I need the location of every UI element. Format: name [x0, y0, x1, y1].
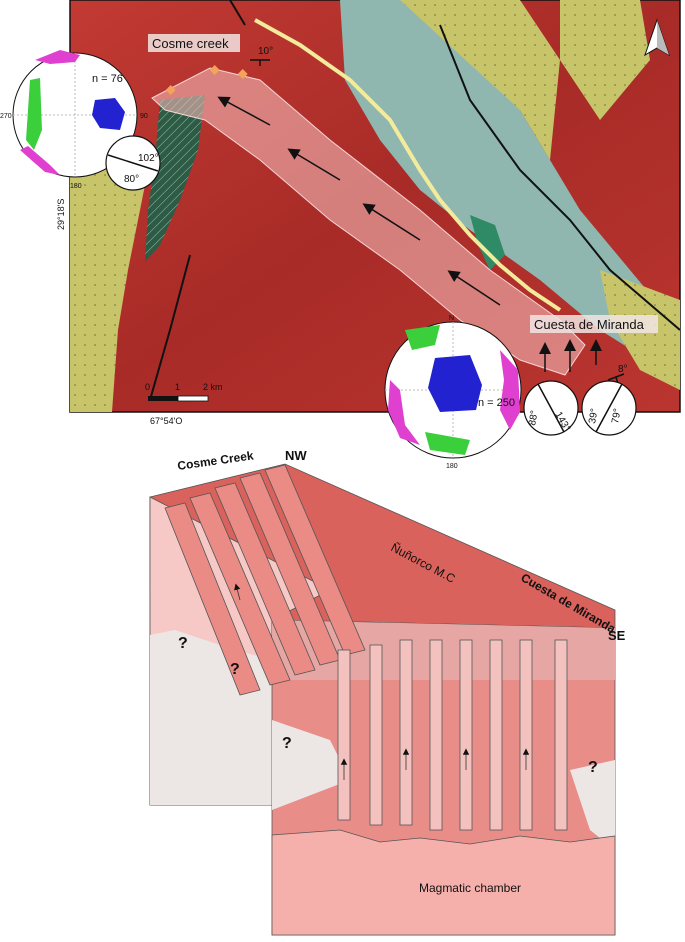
magmatic-chamber	[271, 829, 616, 936]
dark-green-sliver	[470, 215, 505, 270]
fault-west	[149, 254, 191, 401]
question-mark: ?	[282, 735, 292, 752]
flow-arrow	[447, 270, 501, 306]
river-trace	[254, 18, 562, 312]
block-label-se: SE	[608, 628, 626, 643]
pole-cluster-magenta	[20, 146, 60, 175]
stereonet-right-n: n = 250	[478, 397, 515, 409]
block-label-chamber: Magmatic chamber	[419, 881, 521, 895]
stereonet-left-tick-90: 90	[140, 113, 148, 120]
fault-east	[439, 24, 681, 331]
pole-cluster-magenta	[500, 350, 520, 430]
flow-arrow	[217, 96, 271, 126]
sample-site-marker	[209, 65, 220, 75]
stereonet-right: n = 250 N 180	[384, 315, 522, 470]
cuesta-label-box	[530, 315, 658, 333]
flow-arrow	[362, 203, 421, 241]
north-arrow	[644, 18, 670, 57]
pole-cluster-green	[26, 78, 42, 150]
pole-cluster-blue	[92, 98, 125, 130]
question-mark: ?	[178, 635, 188, 652]
dip-value-cuesta: 8°	[618, 364, 628, 375]
dyke-corridor	[151, 67, 586, 376]
dyke-slabs-se	[337, 639, 568, 831]
cuesta-de-miranda-label: Cuesta de Miranda	[534, 317, 645, 332]
orientation-circle-right-2: 39° 79°	[581, 380, 637, 436]
sample-site-marker	[165, 85, 176, 95]
dyke-flow-arrows	[234, 583, 530, 780]
scale-label-0: 0	[145, 382, 150, 392]
greenstone-hatch	[145, 95, 205, 262]
alluvium-belt	[340, 0, 680, 380]
pole-cluster-green	[425, 432, 470, 455]
orientation-right2-a: 39°	[587, 408, 600, 425]
pole-cluster-green	[405, 325, 440, 350]
pole-cluster-blue	[428, 355, 482, 412]
block-label-cosme: Cosme Creek	[176, 448, 254, 473]
stereonet-right-tick-n: N	[449, 315, 454, 322]
metasediment-pattern-north	[400, 0, 560, 160]
orientation-left-a: 102°	[138, 153, 159, 164]
block-label-nw: NW	[285, 448, 307, 463]
question-mark: ?	[588, 759, 598, 776]
flow-arrow	[287, 148, 341, 181]
orientation-right1-b: 88°	[527, 410, 540, 427]
scale-label-2: 2 km	[203, 382, 223, 392]
question-mark: ?	[230, 661, 240, 678]
stereonet-left-n: n = 76	[92, 73, 123, 85]
dip-symbol-cosme	[250, 59, 270, 66]
unknown-zone-right	[272, 720, 350, 810]
pole-cluster-magenta	[35, 50, 80, 64]
dip-value-cosme: 10°	[258, 46, 273, 57]
stereonet-left-tick-180: 180	[70, 183, 82, 190]
sample-site-marker	[237, 69, 248, 79]
scale-bar: 0 1 2 km	[145, 382, 223, 402]
longitude-label: 67°54'O	[150, 416, 182, 426]
geologic-map: Cosme creek Cuesta de Miranda 10° 8° 0 1…	[56, 0, 681, 426]
orientation-circle-left: 102° 80°	[105, 135, 161, 191]
unknown-zone-far-right	[570, 760, 615, 850]
cosme-creek-label: Cosme creek	[152, 36, 229, 51]
stereonet-right-tick-180: 180	[446, 463, 458, 470]
stereonet-left-tick-270: 270	[0, 113, 12, 120]
orientation-left-b: 80°	[124, 174, 139, 185]
metasediment-pattern-east	[560, 0, 650, 120]
latitude-label: 29°18'S	[56, 199, 66, 230]
orientation-right2-b: 79°	[610, 408, 623, 425]
cosme-label-box	[148, 34, 240, 52]
orientation-circle-right-1: 143° 88°	[523, 380, 579, 436]
block-diagram: Cosme Creek NW Cuesta de Miranda SE Ñuño…	[149, 448, 626, 936]
unknown-zone-left	[150, 630, 272, 805]
pole-cluster-magenta	[388, 380, 420, 445]
metasediment-pattern-west	[70, 135, 150, 412]
scale-label-1: 1	[175, 382, 180, 392]
stereonet-left: n = 76 270 90 180	[0, 50, 148, 190]
fault-north	[229, 0, 246, 26]
